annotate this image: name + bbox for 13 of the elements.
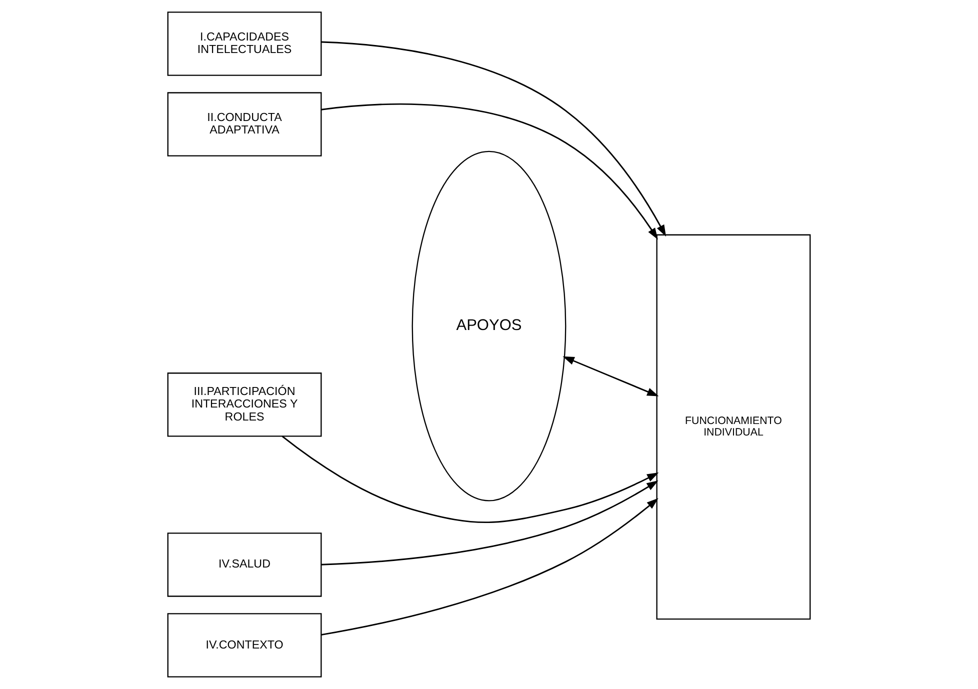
arrow xyxy=(321,480,658,566)
arrow xyxy=(321,103,658,240)
arrow xyxy=(321,498,658,636)
arrow xyxy=(282,436,659,523)
node-box: II.CONDUCTA ADAPTATIVA xyxy=(167,92,322,156)
node-box: IV.SALUD xyxy=(167,532,322,597)
node-box: I.CAPACIDADES INTELECTUALES xyxy=(167,12,322,76)
arrow xyxy=(321,41,666,237)
node-box: FUNCIONAMIENTO INDIVIDUAL xyxy=(656,234,811,620)
node-box: IV.CONTEXTO xyxy=(167,613,322,678)
node-box: III.PARTICIPACIÓN INTERACCIONES Y ROLES xyxy=(167,372,322,437)
node-ellipse: APOYOS xyxy=(412,150,566,502)
arrow xyxy=(562,356,659,396)
